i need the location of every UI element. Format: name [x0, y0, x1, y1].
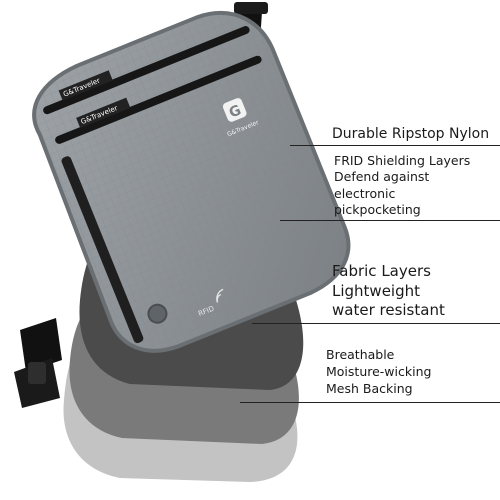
earphone-port-icon [147, 303, 168, 324]
strap-buckle-top [234, 2, 268, 14]
top-zipper [43, 26, 250, 115]
money-belt-pouch: G&Traveler G&Traveler G G&Traveler RFID [32, 11, 351, 353]
middle-zipper [55, 55, 262, 144]
svg-text:G: G [227, 102, 244, 121]
